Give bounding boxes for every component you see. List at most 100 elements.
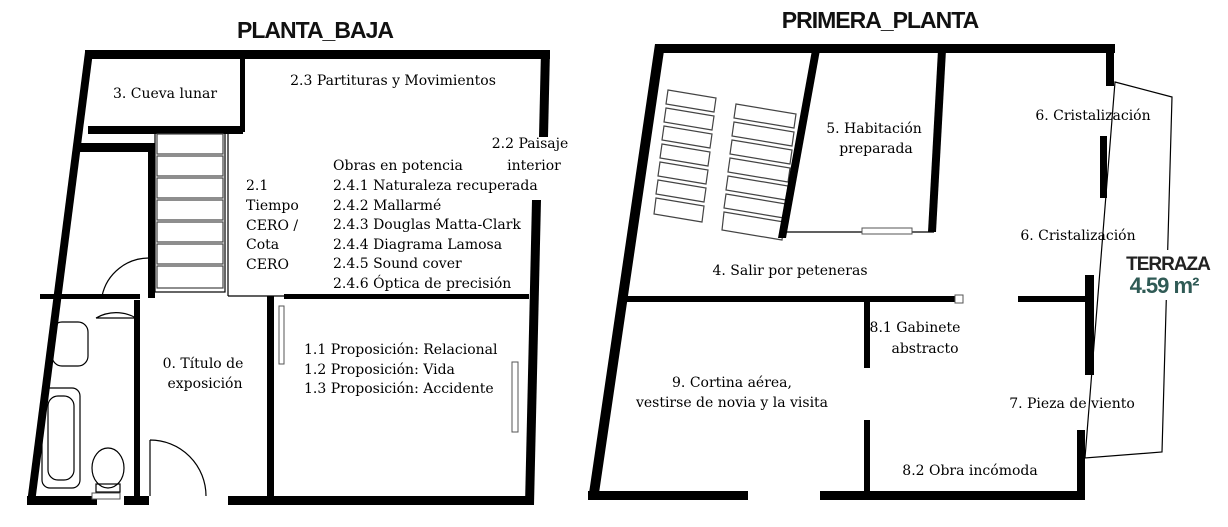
room-proposicion-1: 1.1 Proposición: Relacional	[304, 342, 498, 358]
ground-stair-step	[156, 177, 224, 199]
ground-outer-wall-right-upper	[539, 50, 550, 137]
ground-floor-plan: PLANTA_BAJA	[27, 17, 568, 505]
ground-stair-step	[156, 243, 224, 265]
window-proposiciones	[511, 361, 519, 433]
first-window-post-3	[1077, 430, 1085, 492]
first-stair-step	[659, 143, 711, 167]
door-entrance	[149, 439, 207, 497]
first-stair-steps	[653, 89, 797, 241]
room-titulo-line-2: exposición	[168, 376, 243, 392]
ground-floor-title: PLANTA_BAJA	[237, 17, 393, 43]
ground-stairs-outline	[154, 131, 226, 293]
sink	[51, 321, 89, 367]
first-stair-step	[661, 125, 713, 149]
first-stair-step	[663, 107, 715, 131]
first-stair-step	[721, 211, 785, 241]
room-salir-por-peteneras: 4. Salir por peteneras	[712, 263, 867, 279]
door-closet	[101, 257, 151, 297]
room-cueva-lunar: 3. Cueva lunar	[113, 86, 217, 102]
window-bathroom	[91, 492, 121, 500]
first-outer-wall-bottom-right	[820, 491, 1085, 500]
room-tiempo-line-4: Cota	[246, 237, 279, 253]
room-obras-item: 2.4.3 Douglas Matta-Clark	[333, 217, 521, 233]
toilet-tank	[95, 483, 121, 493]
first-window-post-1	[1100, 136, 1107, 198]
bathtub-inner	[47, 395, 75, 481]
room-obras-item: 2.4.5 Sound cover	[333, 256, 462, 272]
room-tiempo-line-2: Tiempo	[246, 198, 299, 214]
room-obras-item: 2.4.2 Mallarmé	[333, 198, 441, 214]
ground-stair-step	[156, 133, 224, 155]
room-paisaje-line-2: interior	[507, 158, 561, 174]
terrace-title: TERRAZA	[1126, 254, 1211, 275]
room-cristalizacion-2: 6. Cristalización	[1020, 228, 1135, 244]
first-stair-step	[727, 157, 791, 183]
room-obra-incomoda: 8.2 Obra incómoda	[902, 463, 1037, 479]
closet-wall-right	[148, 143, 155, 298]
ground-stair-step	[156, 265, 224, 289]
toilet	[91, 447, 125, 489]
first-outer-wall-left	[588, 44, 665, 500]
first-stair-step	[653, 197, 705, 223]
habitacion-wall-right	[928, 50, 946, 232]
room-obras-item: 2.4.6 Óptica de precisión	[333, 274, 511, 292]
room-proposicion-2: 1.2 Proposición: Vida	[304, 362, 455, 378]
first-stair-step	[733, 103, 797, 129]
first-outer-wall-top	[655, 44, 1115, 53]
room-habitacion-line-2: preparada	[839, 141, 913, 157]
ground-mid-wall-left	[40, 294, 140, 299]
cueva-wall-right	[240, 57, 245, 132]
habitacion-wall-left	[778, 50, 820, 238]
ground-stair-steps	[156, 133, 224, 289]
first-mid-wall-left	[620, 296, 960, 302]
terrace-outline	[1084, 81, 1173, 459]
first-mid-wall-door	[954, 294, 964, 304]
ground-outer-wall-top	[85, 50, 550, 59]
ground-outer-wall-bottom-mid	[124, 496, 149, 505]
ground-partition-wall	[267, 296, 274, 501]
door-bathroom	[95, 312, 137, 319]
room-cortina-line-2: vestirse de novia y la visita	[635, 395, 828, 411]
first-stair-step	[729, 139, 793, 165]
first-outer-wall-bottom-left	[588, 491, 748, 500]
room-cristalizacion-1: 6. Cristalización	[1035, 108, 1150, 124]
room-habitacion-line-1: 5. Habitación	[826, 121, 922, 137]
first-stair-step	[731, 121, 795, 147]
terrace-label-bg	[1118, 250, 1218, 300]
first-floor-title: PRIMERA_PLANTA	[782, 7, 979, 33]
bathroom-wall	[134, 300, 140, 498]
first-stair-step	[665, 89, 717, 113]
ground-outer-wall-bottom-right	[228, 496, 533, 505]
room-pieza-de-viento: 7. Pieza de viento	[1009, 396, 1135, 412]
door-habitacion	[861, 227, 913, 235]
door-panel-proposiciones	[278, 305, 285, 365]
room-tiempo-line-5: CERO	[246, 257, 289, 273]
closet-wall-top	[80, 143, 152, 152]
first-window-post-2	[1085, 275, 1094, 375]
room-cortina-line-1: 9. Cortina aérea,	[672, 375, 792, 391]
room-obras-item: 2.4.4 Diagrama Lamosa	[333, 237, 502, 253]
gabinete-wall-left-lower	[864, 420, 870, 494]
cueva-wall-bottom	[88, 126, 243, 134]
first-outer-wall-right-top	[1106, 44, 1114, 86]
room-gabinete-line-1: 8.1 Gabinete	[870, 320, 961, 336]
ground-outer-wall-bottom-left	[27, 496, 97, 505]
room-titulo-line-1: 0. Título de	[163, 356, 244, 372]
room-proposicion-3: 1.3 Proposición: Accidente	[304, 381, 494, 397]
first-floor-plan: PRIMERA_PLANTA	[588, 7, 1173, 500]
ground-stair-step	[156, 155, 224, 177]
gabinete-wall-left-upper	[864, 300, 870, 368]
room-tiempo-line-1: 2.1	[246, 178, 268, 194]
ground-stair-step	[156, 221, 224, 243]
ground-outer-wall-right-lower	[525, 200, 541, 505]
room-partituras: 2.3 Partituras y Movimientos	[290, 73, 496, 89]
first-stair-step	[657, 161, 709, 185]
room-paisaje-line-1: 2.2 Paisaje	[492, 136, 569, 152]
ground-mid-wall-right	[284, 294, 529, 299]
ground-outer-wall-left	[27, 52, 93, 503]
room-tiempo-line-3: CERO /	[246, 218, 298, 234]
bathtub	[41, 387, 81, 489]
first-mid-wall-right	[1018, 296, 1090, 302]
terrace-label: TERRAZA 4.59 m²	[1118, 250, 1218, 300]
